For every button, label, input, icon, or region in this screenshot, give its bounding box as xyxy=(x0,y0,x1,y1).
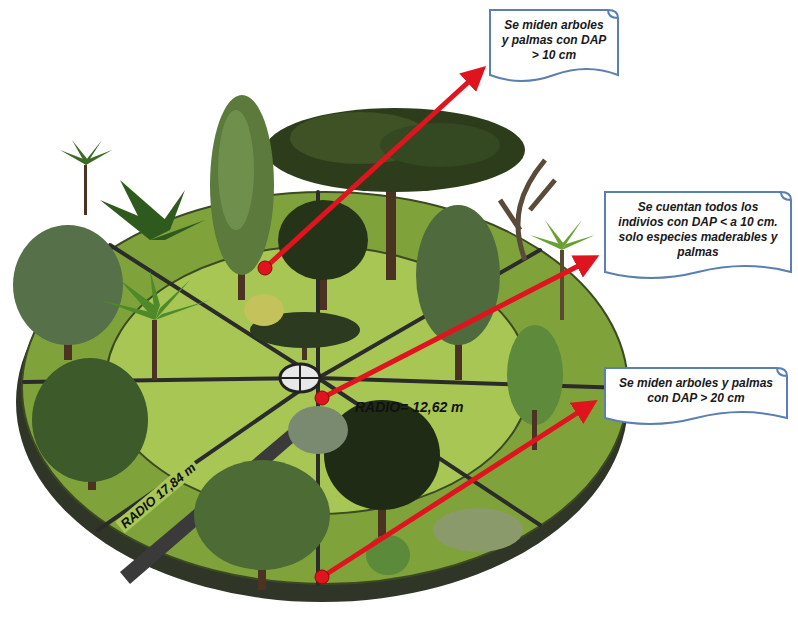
scroll-callout: Se miden arboles y palmas con DAP > 20 c… xyxy=(603,362,789,428)
callout-text: Se miden arboles y palmas con DAP > 10 c… xyxy=(500,18,608,63)
scroll-callout: Se cuentan todos los indivios con DAP < … xyxy=(603,186,793,282)
plot-spokes xyxy=(24,192,626,584)
radius-label: RADIO= 12,62 m xyxy=(352,399,467,415)
scroll-callout: Se miden arboles y palmas con DAP > 10 c… xyxy=(488,4,620,85)
callout-text: Se cuentan todos los indivios con DAP < … xyxy=(615,200,781,260)
trees xyxy=(13,95,595,590)
callout-text: Se miden arboles y palmas con DAP > 20 c… xyxy=(615,376,777,406)
center-marker xyxy=(280,364,320,392)
leader-arrows xyxy=(265,76,586,577)
